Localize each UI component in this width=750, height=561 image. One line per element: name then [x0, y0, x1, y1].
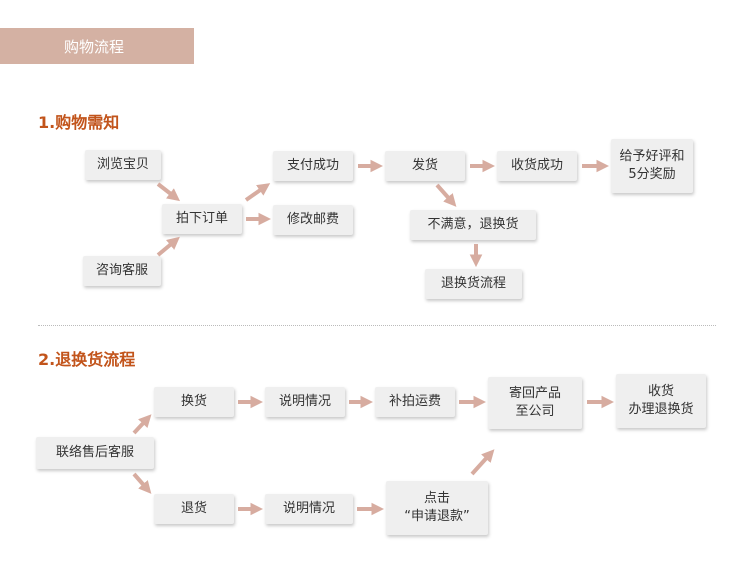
- node-receive: 收货成功: [497, 151, 577, 181]
- node-ship: 发货: [385, 151, 465, 181]
- section-divider: [38, 325, 716, 326]
- node-pay-shipping: 补拍运费: [375, 387, 455, 417]
- node-review: 给予好评和 5分奖励: [611, 139, 693, 193]
- banner: 购物流程: [0, 28, 194, 64]
- node-pay: 支付成功: [273, 151, 353, 181]
- node-exchange: 换货: [154, 387, 234, 417]
- node-order: 拍下订单: [162, 204, 242, 234]
- node-send-back-line2: 至公司: [515, 404, 555, 419]
- arrow-ship-unsatisfied: [435, 183, 457, 207]
- node-consult: 咨询客服: [83, 256, 161, 286]
- node-review-line2: 5分奖励: [628, 167, 676, 182]
- node-review-line1: 给予好评和: [619, 149, 685, 164]
- node-browse: 浏览宝贝: [85, 150, 161, 180]
- arrow-clickrefund-sendback: [470, 449, 495, 476]
- arrow-contact-refund: [132, 472, 152, 494]
- node-unsatisfied: 不满意，退换货: [410, 210, 536, 240]
- node-send-back-line1: 寄回产品: [508, 386, 561, 401]
- node-modify-postage: 修改邮费: [273, 205, 353, 235]
- node-click-refund-line2: “申请退款”: [404, 509, 470, 524]
- node-contact: 联络售后客服: [36, 437, 154, 469]
- node-receive-exchange-line2: 办理退换货: [628, 402, 694, 417]
- node-receive-exchange: 收货 办理退换货: [616, 374, 706, 428]
- node-send-back: 寄回产品 至公司: [488, 377, 582, 429]
- banner-title: 购物流程: [64, 37, 125, 56]
- node-receive-exchange-line1: 收货: [647, 384, 674, 399]
- section2-title: 2.退换货流程: [38, 350, 136, 369]
- arrow-contact-exchange: [132, 414, 152, 435]
- node-click-refund: 点击 “申请退款”: [386, 481, 488, 535]
- node-refund: 退货: [154, 494, 234, 524]
- node-click-refund-line1: 点击: [423, 491, 450, 506]
- arrow-order-pay: [244, 183, 271, 202]
- arrow-browse-order: [156, 182, 181, 202]
- node-return-process: 退换货流程: [425, 269, 522, 299]
- section1-title: 1.购物需知: [38, 113, 120, 132]
- node-explain-bottom: 说明情况: [265, 494, 353, 524]
- arrow-consult-order: [156, 236, 180, 257]
- node-explain-top: 说明情况: [265, 387, 345, 417]
